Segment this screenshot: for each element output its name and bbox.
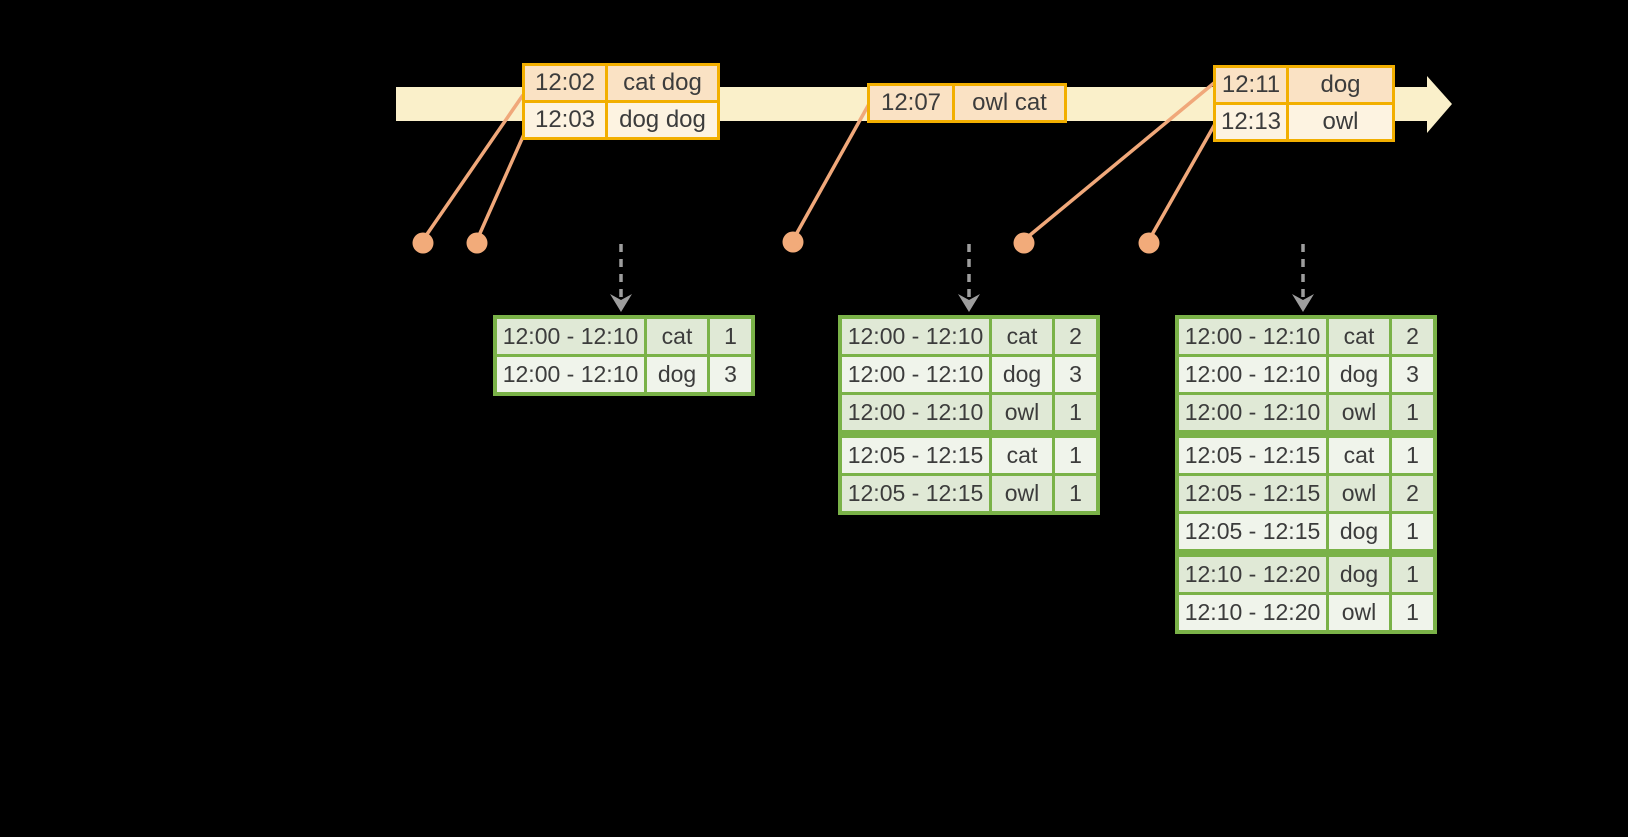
event-dot-icon	[782, 231, 804, 253]
count-cell: 2	[1392, 319, 1433, 354]
event-connector-lines	[421, 81, 1217, 242]
event-dot-icon	[412, 232, 434, 254]
table-row: 12:00 - 12:10 owl 1	[1179, 395, 1433, 430]
window-cell: 12:00 - 12:10	[497, 319, 644, 354]
word-cell: cat	[1329, 438, 1389, 473]
word-cell: owl	[1329, 395, 1389, 430]
event-row: 12:03 dog dog	[525, 103, 717, 137]
table-row: 12:00 - 12:10 dog 3	[842, 357, 1096, 392]
event-dots	[412, 231, 1160, 254]
event-time: 12:03	[525, 103, 605, 137]
connector-line-1213	[1147, 123, 1217, 241]
table-row: 12:05 - 12:15 owl 1	[842, 476, 1096, 511]
count-cell: 1	[1392, 557, 1433, 592]
event-time: 12:02	[525, 66, 605, 100]
table-row: 12:10 - 12:20 dog 1	[1179, 557, 1433, 592]
word-cell: cat	[992, 319, 1052, 354]
table-row: 12:00 - 12:10 cat 2	[1179, 319, 1433, 354]
count-cell: 1	[1392, 438, 1433, 473]
table-row: 12:10 - 12:20 owl 1	[1179, 595, 1433, 630]
word-cell: owl	[1329, 595, 1389, 630]
count-cell: 1	[1055, 476, 1096, 511]
word-cell: owl	[992, 476, 1052, 511]
table-row: 12:00 - 12:10 cat 2	[842, 319, 1096, 354]
window-cell: 12:05 - 12:15	[842, 438, 989, 473]
table-row: 12:00 - 12:10 dog 3	[497, 357, 751, 392]
window-cell: 12:05 - 12:15	[1179, 438, 1326, 473]
window-cell: 12:10 - 12:20	[1179, 595, 1326, 630]
window-cell: 12:10 - 12:20	[1179, 557, 1326, 592]
event-dot-icon	[466, 232, 488, 254]
event-words: owl	[1289, 105, 1392, 139]
count-cell: 1	[1055, 395, 1096, 430]
event-row: 12:07 owl cat	[870, 86, 1064, 120]
timeline-arrow-icon	[1427, 76, 1452, 133]
result-table-2: 12:00 - 12:10 cat 2 12:00 - 12:10 dog 3 …	[838, 315, 1100, 515]
dashed-arrowhead-icon	[610, 294, 632, 312]
event-words: dog	[1289, 68, 1392, 102]
count-cell: 1	[1392, 395, 1433, 430]
word-cell: dog	[1329, 514, 1389, 549]
event-time: 12:11	[1216, 68, 1286, 102]
count-cell: 3	[1055, 357, 1096, 392]
event-time: 12:13	[1216, 105, 1286, 139]
event-words: cat dog	[608, 66, 717, 100]
event-row: 12:02 cat dog	[525, 66, 717, 100]
window-cell: 12:05 - 12:15	[1179, 514, 1326, 549]
window-cell: 12:00 - 12:10	[842, 395, 989, 430]
event-time: 12:07	[870, 86, 952, 120]
window-cell: 12:05 - 12:15	[842, 476, 989, 511]
window-cell: 12:00 - 12:10	[1179, 357, 1326, 392]
word-cell: owl	[992, 395, 1052, 430]
word-cell: dog	[1329, 357, 1389, 392]
window-cell: 12:00 - 12:10	[1179, 319, 1326, 354]
event-box-1207: 12:07 owl cat	[867, 83, 1067, 123]
event-row: 12:13 owl	[1216, 105, 1392, 139]
word-cell: cat	[1329, 319, 1389, 354]
event-words: owl cat	[955, 86, 1064, 120]
count-cell: 3	[1392, 357, 1433, 392]
connector-line-1211	[1022, 81, 1216, 242]
window-cell: 12:05 - 12:15	[1179, 476, 1326, 511]
table-row: 12:00 - 12:10 owl 1	[842, 395, 1096, 430]
event-dot-icon	[1138, 232, 1160, 254]
flow-arrows	[610, 244, 1314, 312]
table-row: 12:05 - 12:15 owl 2	[1179, 476, 1433, 511]
event-dot-icon	[1013, 232, 1035, 254]
dashed-arrowhead-icon	[1292, 294, 1314, 312]
table-row: 12:05 - 12:15 cat 1	[1179, 438, 1433, 473]
window-cell: 12:00 - 12:10	[497, 357, 644, 392]
table-row: 12:05 - 12:15 dog 1	[1179, 514, 1433, 549]
word-cell: owl	[1329, 476, 1389, 511]
word-cell: dog	[647, 357, 707, 392]
table-row: 12:00 - 12:10 cat 1	[497, 319, 751, 354]
count-cell: 1	[1055, 438, 1096, 473]
window-cell: 12:00 - 12:10	[842, 319, 989, 354]
connector-line-1203	[475, 131, 527, 241]
table-row: 12:00 - 12:10 dog 3	[1179, 357, 1433, 392]
connector-line-1207	[791, 103, 871, 241]
word-cell: dog	[1329, 557, 1389, 592]
result-table-3: 12:00 - 12:10 cat 2 12:00 - 12:10 dog 3 …	[1175, 315, 1437, 634]
word-cell: cat	[647, 319, 707, 354]
count-cell: 1	[1392, 514, 1433, 549]
event-words: dog dog	[608, 103, 717, 137]
word-cell: cat	[992, 438, 1052, 473]
event-box-1211-1213: 12:11 dog 12:13 owl	[1213, 65, 1395, 142]
count-cell: 1	[1392, 595, 1433, 630]
count-cell: 2	[1055, 319, 1096, 354]
count-cell: 2	[1392, 476, 1433, 511]
event-box-1202-1203: 12:02 cat dog 12:03 dog dog	[522, 63, 720, 140]
window-cell: 12:00 - 12:10	[842, 357, 989, 392]
connector-line-1202	[421, 94, 525, 241]
result-table-1: 12:00 - 12:10 cat 1 12:00 - 12:10 dog 3	[493, 315, 755, 396]
event-row: 12:11 dog	[1216, 68, 1392, 102]
dashed-arrowhead-icon	[958, 294, 980, 312]
table-row: 12:05 - 12:15 cat 1	[842, 438, 1096, 473]
word-cell: dog	[992, 357, 1052, 392]
count-cell: 3	[710, 357, 751, 392]
window-cell: 12:00 - 12:10	[1179, 395, 1326, 430]
count-cell: 1	[710, 319, 751, 354]
